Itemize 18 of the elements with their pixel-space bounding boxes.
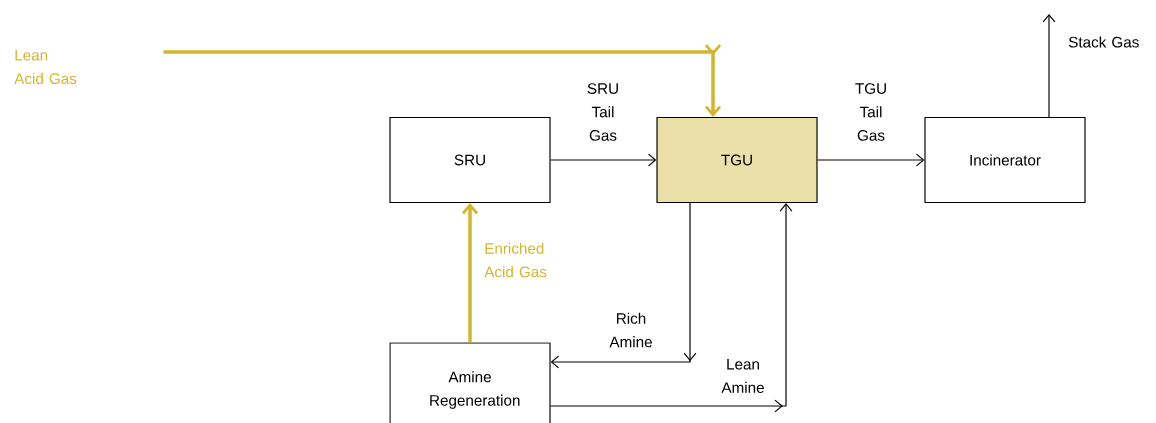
edge-label: TGU Tail Gas xyxy=(855,83,886,141)
edge-label: Stack Gas xyxy=(1068,36,1139,48)
process-box: SRU xyxy=(389,116,551,204)
edge-label: Rich Amine xyxy=(609,312,652,348)
arrow xyxy=(817,153,925,167)
arrow xyxy=(550,202,697,369)
arrow xyxy=(461,203,479,343)
edge-label: Enriched Acid Gas xyxy=(484,242,547,278)
arrow xyxy=(1042,13,1056,118)
edge-label: Lean Amine xyxy=(721,358,764,393)
arrow xyxy=(550,153,657,167)
stream-label: Lean Acid Gas xyxy=(14,49,77,84)
process-box: Amine Regeneration xyxy=(389,342,551,423)
process-box: TGU xyxy=(656,116,818,204)
process-box: Incinerator xyxy=(924,116,1086,204)
arrow xyxy=(163,44,722,117)
arrow xyxy=(550,203,793,413)
edge-label: SRU Tail Gas xyxy=(587,83,618,141)
